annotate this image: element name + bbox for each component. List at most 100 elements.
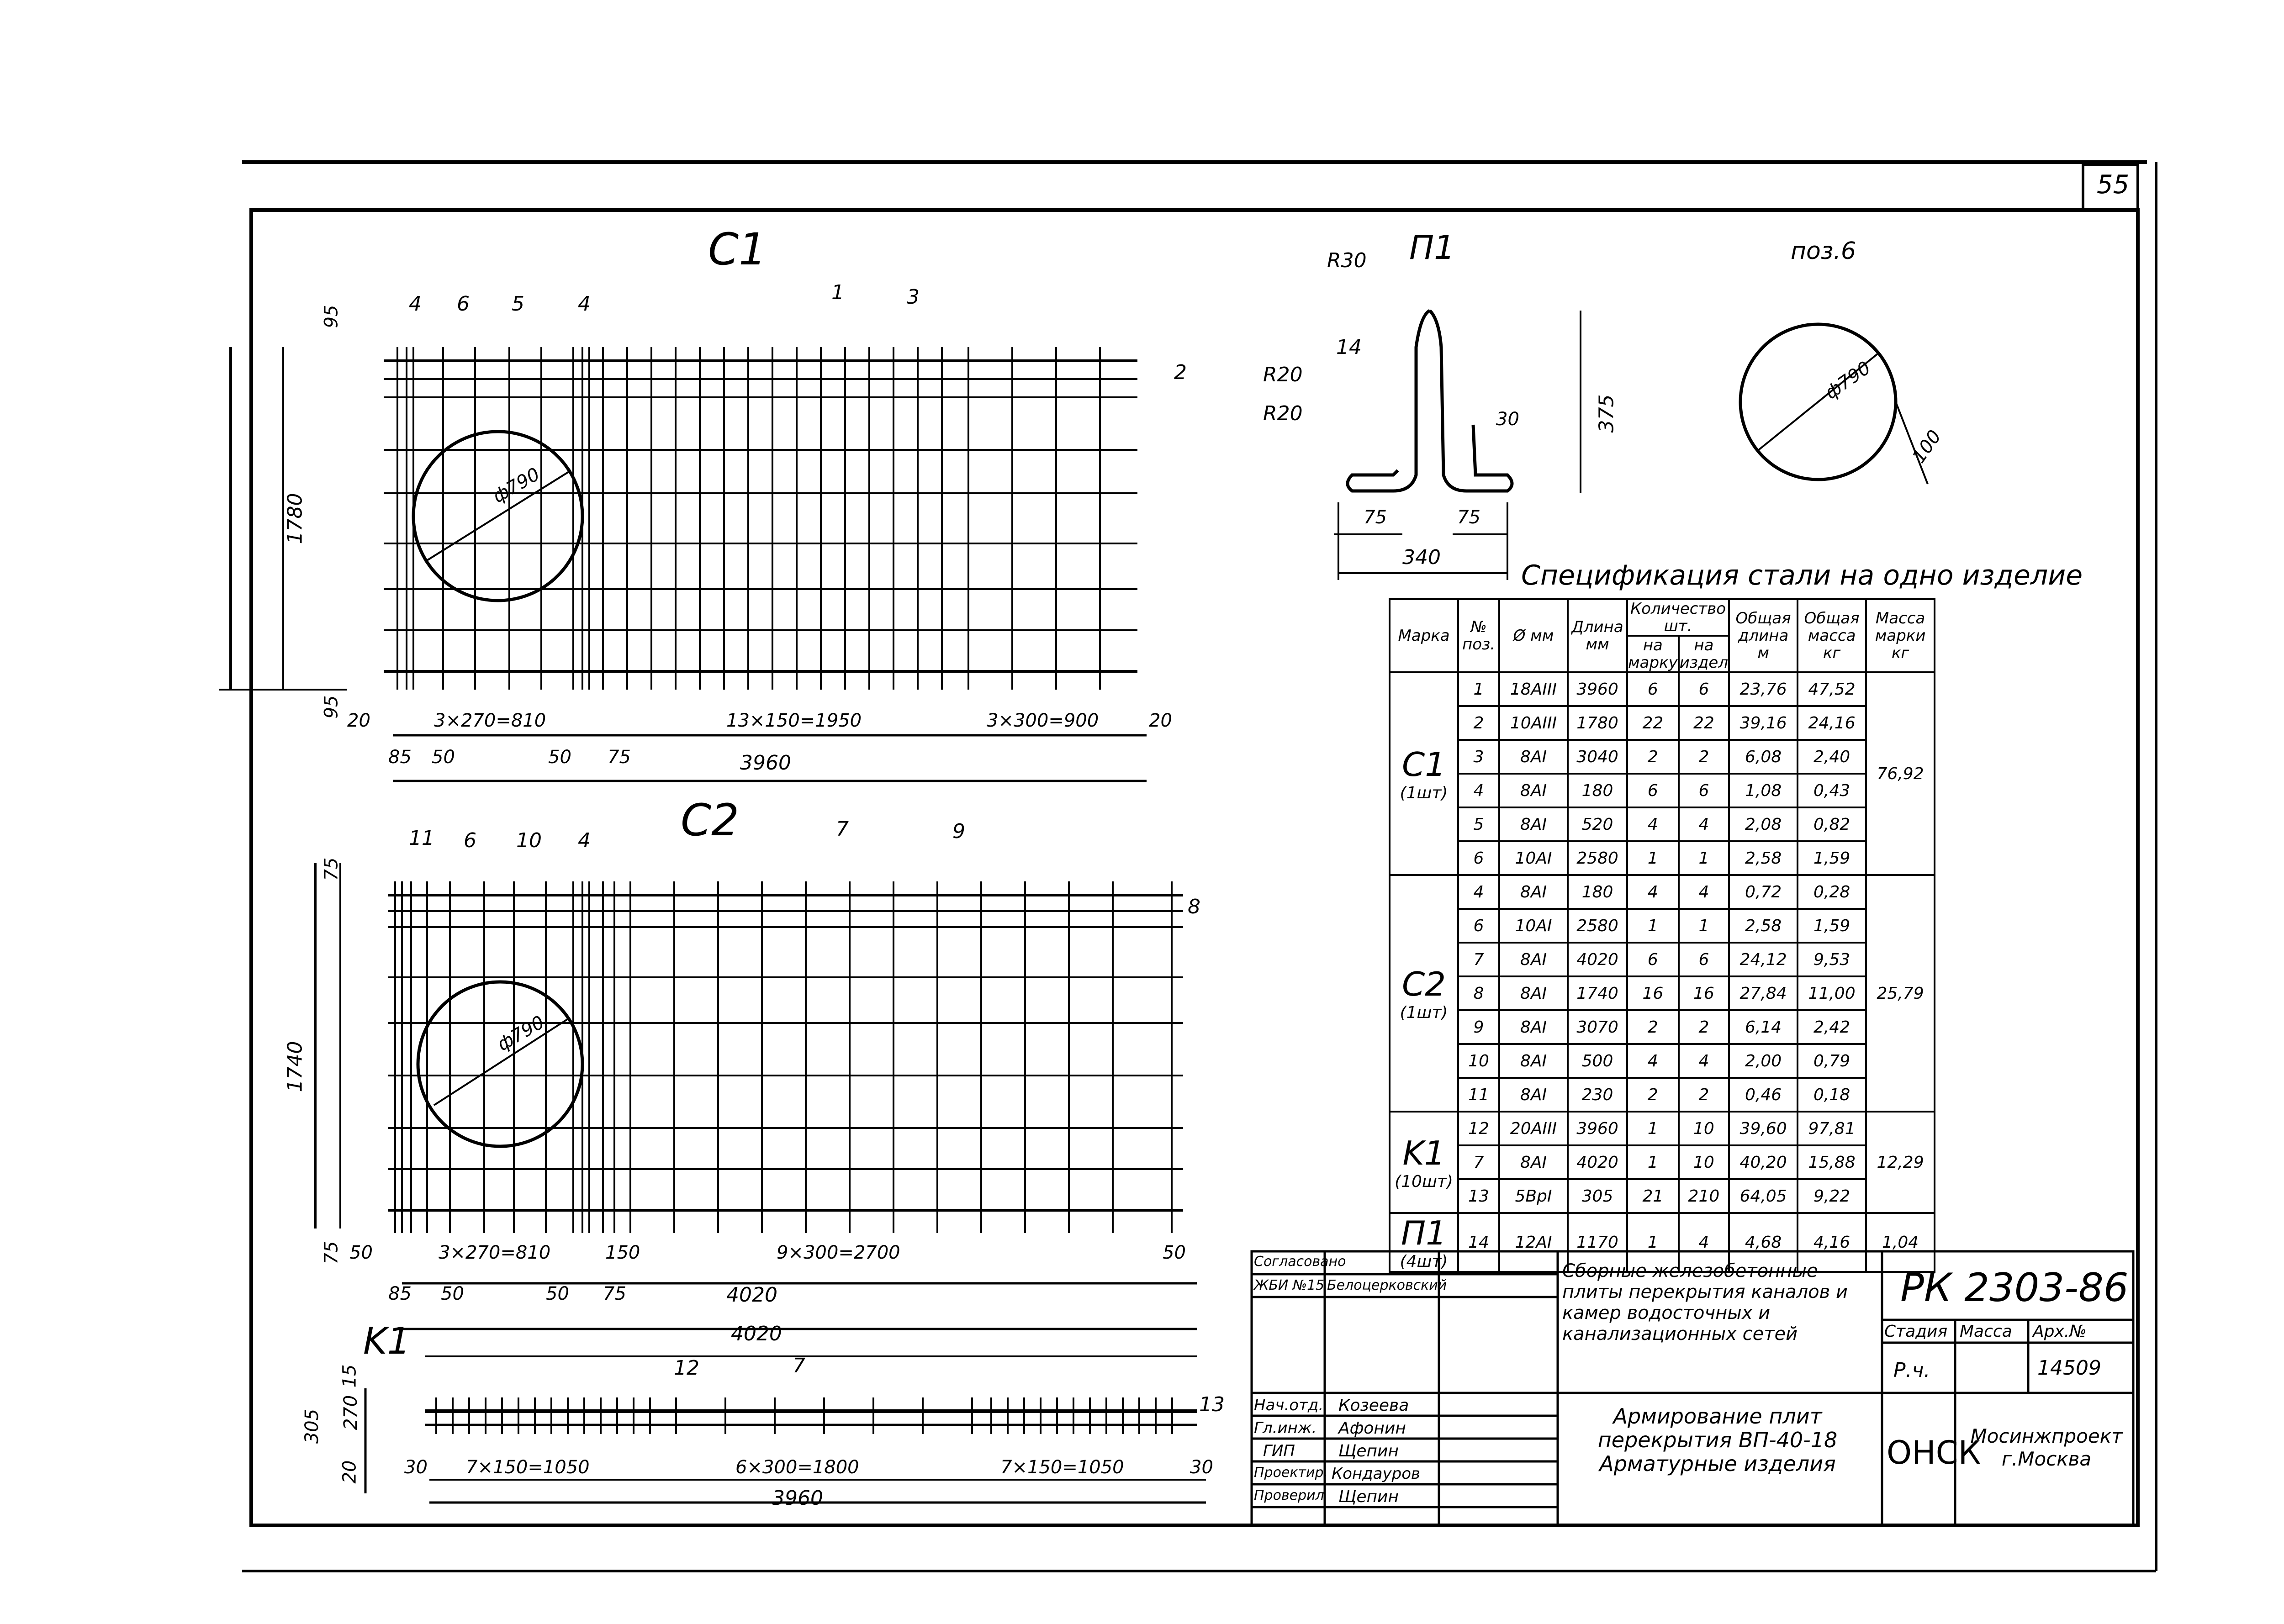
- c2-title: C2: [681, 795, 740, 846]
- k1-total-length: 3960: [772, 1487, 823, 1510]
- p1-label: 75: [1364, 507, 1387, 528]
- spec-cell: 4: [1626, 1043, 1680, 1079]
- spec-cell: 2,58: [1728, 840, 1799, 876]
- spec-header-mark-mass: Масса марки кг: [1865, 598, 1936, 673]
- c1-left-dim: 95: [321, 305, 342, 328]
- k1-bottom-dim: 7×150=1050: [1000, 1457, 1124, 1478]
- spec-cell: 16: [1677, 975, 1730, 1011]
- spec-cell: 9,22: [1797, 1178, 1867, 1214]
- stamp-role: ГИП: [1263, 1442, 1295, 1460]
- spec-mark: K1: [1402, 1134, 1445, 1172]
- spec-cell: 0,28: [1797, 874, 1867, 910]
- spec-cell: 3960: [1567, 1111, 1628, 1146]
- c2-pos-label: 9: [952, 820, 965, 843]
- k1-left-dim: 15: [339, 1364, 360, 1388]
- p1-label: 14: [1336, 336, 1362, 359]
- stamp-name: Афонин: [1338, 1419, 1406, 1438]
- spec-header-pos: № поз.: [1457, 598, 1500, 673]
- k1-bottom-dim: 6×300=1800: [735, 1457, 859, 1478]
- spec-cell: 11,00: [1797, 975, 1867, 1011]
- c1-title: C1: [708, 224, 767, 275]
- spec-header-qty-mark: на марку: [1626, 635, 1680, 673]
- spec-cell: 500: [1567, 1043, 1628, 1079]
- spec-cell: 10: [1457, 1043, 1500, 1079]
- k1-left-dim: 20: [339, 1460, 360, 1484]
- spec-mark-mass: 12,29: [1865, 1111, 1936, 1214]
- spec-cell: 2: [1626, 1009, 1680, 1045]
- spec-mark: П1: [1401, 1214, 1447, 1252]
- spec-cell: 8AI: [1498, 975, 1569, 1011]
- spec-cell: 305: [1567, 1178, 1628, 1214]
- stamp-name: Щепин: [1338, 1442, 1399, 1461]
- spec-cell: 14: [1457, 1212, 1500, 1273]
- spec-cell: 24,12: [1728, 942, 1799, 977]
- k1-title: K1: [363, 1320, 411, 1362]
- spec-cell: 4: [1457, 874, 1500, 910]
- pos6-title: поз.6: [1791, 237, 1856, 265]
- spec-cell: 4: [1677, 1043, 1730, 1079]
- spec-cell: 10AI: [1498, 908, 1569, 944]
- c1-bottom-dim: 50: [432, 747, 455, 768]
- spec-mark-cell: П1(4шт): [1389, 1212, 1459, 1273]
- c2-opening-circle: [416, 980, 584, 1148]
- spec-cell: 4,68: [1728, 1212, 1799, 1273]
- spec-cell: 10: [1677, 1144, 1730, 1180]
- spec-cell: 23,76: [1728, 671, 1799, 707]
- spec-cell: 5BpI: [1498, 1178, 1569, 1214]
- spec-cell: 2,40: [1797, 739, 1867, 775]
- c1-bottom-dim: 3×270=810: [434, 710, 546, 731]
- spec-cell: 0,18: [1797, 1077, 1867, 1113]
- spec-cell: 180: [1567, 874, 1628, 910]
- spec-cell: 47,52: [1797, 671, 1867, 707]
- p1-hook: [1334, 309, 1581, 580]
- stamp-dept-person: Белоцерковский: [1327, 1277, 1447, 1293]
- k1-bottom-dim: 7×150=1050: [466, 1457, 590, 1478]
- spec-cell: 21: [1626, 1178, 1680, 1214]
- k1-pos-label: 12: [674, 1356, 699, 1380]
- spec-cell: 6,08: [1728, 739, 1799, 775]
- c2-mesh: [314, 863, 1197, 1330]
- k1-bottom-dim: 30: [1190, 1457, 1213, 1478]
- spec-cell: 2: [1626, 1077, 1680, 1113]
- spec-cell: 3960: [1567, 671, 1628, 707]
- spec-cell: 3: [1457, 739, 1500, 775]
- spec-header-qty: Количество шт.: [1626, 598, 1730, 637]
- spec-mark: C1: [1401, 745, 1446, 784]
- spec-cell: 12: [1457, 1111, 1500, 1146]
- spec-cell: 64,05: [1728, 1178, 1799, 1214]
- spec-cell: 8AI: [1498, 1009, 1569, 1045]
- spec-mark: C2: [1401, 965, 1446, 1003]
- spec-header-total-length: Общая длина м: [1728, 598, 1799, 673]
- stamp-role: Проверил: [1254, 1487, 1324, 1503]
- spec-cell: 6: [1677, 773, 1730, 808]
- spec-cell: 2580: [1567, 908, 1628, 944]
- spec-cell: 1: [1626, 1144, 1680, 1180]
- spec-cell: 8AI: [1498, 807, 1569, 842]
- spec-cell: 0,79: [1797, 1043, 1867, 1079]
- spec-cell: 8AI: [1498, 1043, 1569, 1079]
- spec-cell: 1: [1457, 671, 1500, 707]
- spec-cell: 1,08: [1728, 773, 1799, 808]
- c2-pos-label: 6: [464, 829, 476, 852]
- spec-cell: 16: [1626, 975, 1680, 1011]
- spec-cell: 1: [1677, 840, 1730, 876]
- c2-left-dim: 75: [321, 857, 342, 881]
- spec-cell: 6,14: [1728, 1009, 1799, 1045]
- spec-cell: 4020: [1567, 1144, 1628, 1180]
- stamp-arch-number: 14509: [2037, 1356, 2101, 1380]
- spec-cell: 210: [1677, 1178, 1730, 1214]
- p1-label: 340: [1402, 546, 1441, 569]
- k1-pos-label: 7: [793, 1354, 805, 1377]
- p1-label: R20: [1263, 402, 1303, 425]
- spec-cell: 11: [1457, 1077, 1500, 1113]
- k1-top-dim: 4020: [731, 1322, 782, 1345]
- stamp-stage: Р.ч.: [1893, 1359, 1930, 1382]
- stamp-dept: ЖБИ №15: [1254, 1277, 1325, 1293]
- spec-cell: 4: [1457, 773, 1500, 808]
